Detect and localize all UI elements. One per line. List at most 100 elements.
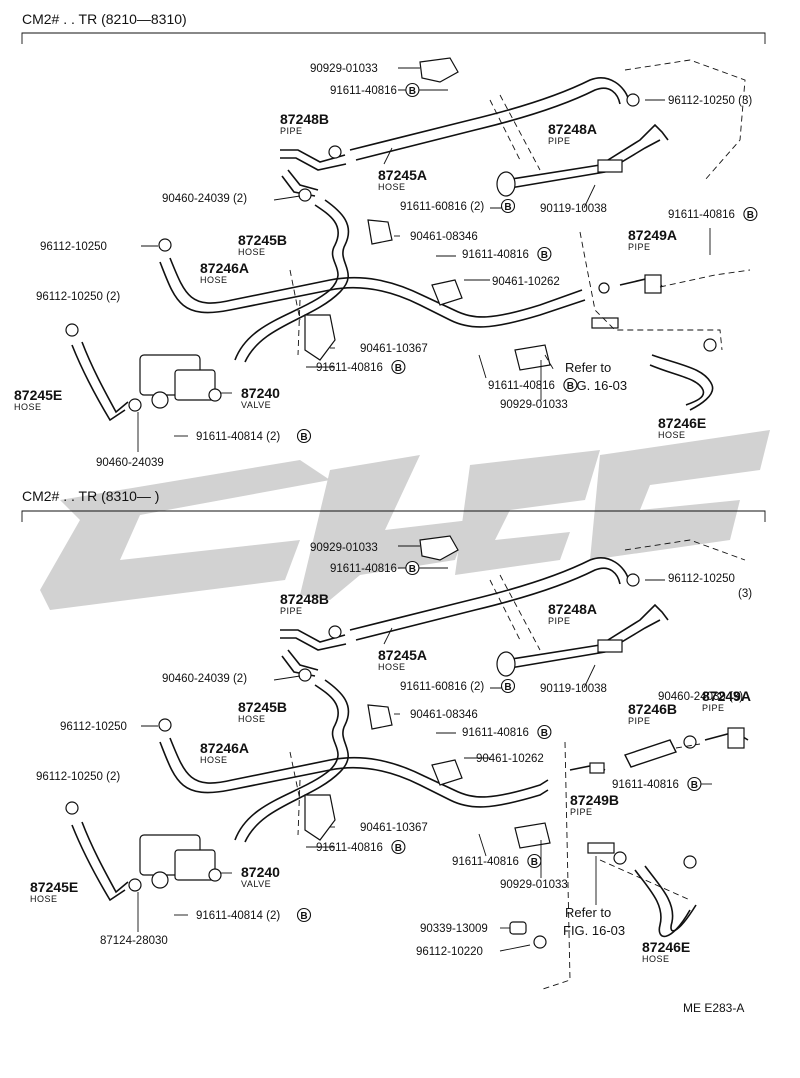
callout-part-code: 91611-40816 (452, 856, 519, 868)
callout-part-type: HOSE (30, 894, 58, 904)
callout-part-code: 90460-24039 (2) (162, 193, 247, 205)
callout-part-type: HOSE (14, 402, 42, 412)
callout-part-code: 96112-10250 (2) (36, 291, 120, 303)
callout-part-type: HOSE (378, 662, 406, 672)
callout-part-code: 90929-01033 (500, 879, 568, 891)
callout-part-type: HOSE (200, 275, 228, 285)
callout-part-code: 90339-13009 (420, 923, 488, 935)
bolt-marker-letter: B (541, 728, 548, 739)
callout-part-code: 96112-10250 (60, 721, 127, 733)
callout-part-number: 87245A (378, 647, 427, 663)
callout-part-number: 87248B (280, 591, 329, 607)
bolt-marker-icon (405, 560, 420, 576)
bolt-marker-letter: B (504, 682, 511, 693)
section-2-drawing (65, 535, 749, 991)
callout-part-type: HOSE (238, 247, 266, 257)
callout-reference: Refer to (565, 905, 611, 920)
callout-part-code: 90461-10262 (476, 753, 544, 765)
callout-part-code: 90461-10367 (360, 343, 428, 355)
callout-part-code: 90119-10038 (540, 683, 607, 695)
callout-part-type: PIPE (702, 703, 725, 713)
section-1-bracket (21, 32, 766, 44)
bolt-marker-letter: B (567, 381, 574, 392)
bolt-marker-icon (405, 82, 420, 98)
callout-part-type: HOSE (238, 714, 266, 724)
callout-part-type: HOSE (642, 954, 670, 964)
callout-part-type: HOSE (378, 182, 406, 192)
callout-part-type: PIPE (628, 716, 651, 726)
bolt-marker-letter: B (300, 911, 307, 922)
bolt-marker-icon (743, 206, 758, 222)
bolt-marker-icon (391, 359, 406, 375)
callout-part-number: 87246E (642, 939, 690, 955)
callout-part-number: 87240 (241, 385, 280, 401)
callout-part-code: 90461-10262 (492, 276, 560, 288)
callout-part-number: 87245E (30, 879, 78, 895)
callout-part-code: 91611-40816 (462, 249, 529, 261)
callout-part-code: 90460-24039 (2) (162, 673, 247, 685)
callout-part-number: 87245B (238, 699, 287, 715)
callout-part-code: 96112-10250 (668, 573, 735, 585)
callout-part-number: 87246B (628, 701, 677, 717)
bolt-marker-icon (296, 907, 312, 923)
callout-part-type: PIPE (280, 606, 303, 616)
callout-reference: Refer to (565, 360, 611, 375)
callout-part-code: 90929-01033 (310, 63, 378, 75)
bolt-marker-icon (527, 853, 542, 869)
callout-part-number: 87245A (378, 167, 427, 183)
callout-part-number: 87249B (570, 792, 619, 808)
bolt-marker-letter: B (409, 86, 416, 97)
bolt-marker-letter: B (395, 843, 402, 854)
callout-part-type: PIPE (628, 242, 651, 252)
callout-part-number: 87245B (238, 232, 287, 248)
bolt-marker-icon (537, 246, 552, 262)
section-2-header: CM2# . . TR (8310— ) (22, 488, 159, 504)
callout-part-code: (3) (738, 588, 752, 600)
callout-reference: FIG. 16-03 (563, 923, 625, 938)
bolt-marker-letter: B (531, 857, 538, 868)
bolt-marker-icon (500, 198, 516, 214)
callout-part-number: 87245E (14, 387, 62, 403)
callout-part-code: 91611-60816 (2) (400, 681, 484, 693)
callout-part-code: 91611-40816 (462, 727, 529, 739)
watermark-logo (40, 430, 770, 610)
callout-part-code: 96112-10250 (2) (36, 771, 120, 783)
callout-part-type: HOSE (200, 755, 228, 765)
bolt-marker-icon (500, 678, 516, 694)
callout-part-type: PIPE (548, 136, 571, 146)
callout-part-type: HOSE (658, 430, 686, 440)
callout-part-code: 90461-08346 (410, 231, 478, 243)
callout-part-code: 91611-40816 (316, 842, 383, 854)
callout-reference: FIG. 16-03 (565, 378, 627, 393)
callout-part-code: 90461-08346 (410, 709, 478, 721)
bolt-marker-letter: B (691, 780, 698, 791)
callout-part-code: 90119-10038 (540, 203, 607, 215)
callout-part-code: 91611-60816 (2) (400, 201, 484, 213)
callout-part-type: PIPE (570, 807, 593, 817)
callout-part-code: 91611-40816 (330, 85, 397, 97)
callout-part-type: VALVE (241, 879, 271, 889)
callout-part-code: 91611-40814 (2) (196, 910, 280, 922)
bolt-marker-letter: B (300, 432, 307, 443)
bolt-marker-letter: B (541, 250, 548, 261)
callout-part-code: 90461-10367 (360, 822, 428, 834)
callout-part-code: 87124-28030 (100, 935, 168, 947)
footer-code: ME E283-A (683, 1001, 744, 1015)
callout-part-number: 87249A (702, 688, 751, 704)
callout-part-number: 87248A (548, 121, 597, 137)
callout-part-code: 96112-10250 (40, 241, 107, 253)
callout-part-code: 90460-24039 (3) (658, 691, 743, 703)
callout-part-code: 91611-40816 (488, 380, 555, 392)
callout-part-code: 90929-01033 (310, 542, 378, 554)
callout-part-code: 91611-40816 (330, 563, 397, 575)
bolt-marker-icon (391, 839, 406, 855)
callout-part-code: 91611-40816 (316, 362, 383, 374)
bolt-marker-icon (687, 776, 702, 792)
callout-part-number: 87246E (658, 415, 706, 431)
bolt-marker-icon (537, 724, 552, 740)
callout-part-code: 91611-40816 (668, 209, 735, 221)
callout-part-type: VALVE (241, 400, 271, 410)
